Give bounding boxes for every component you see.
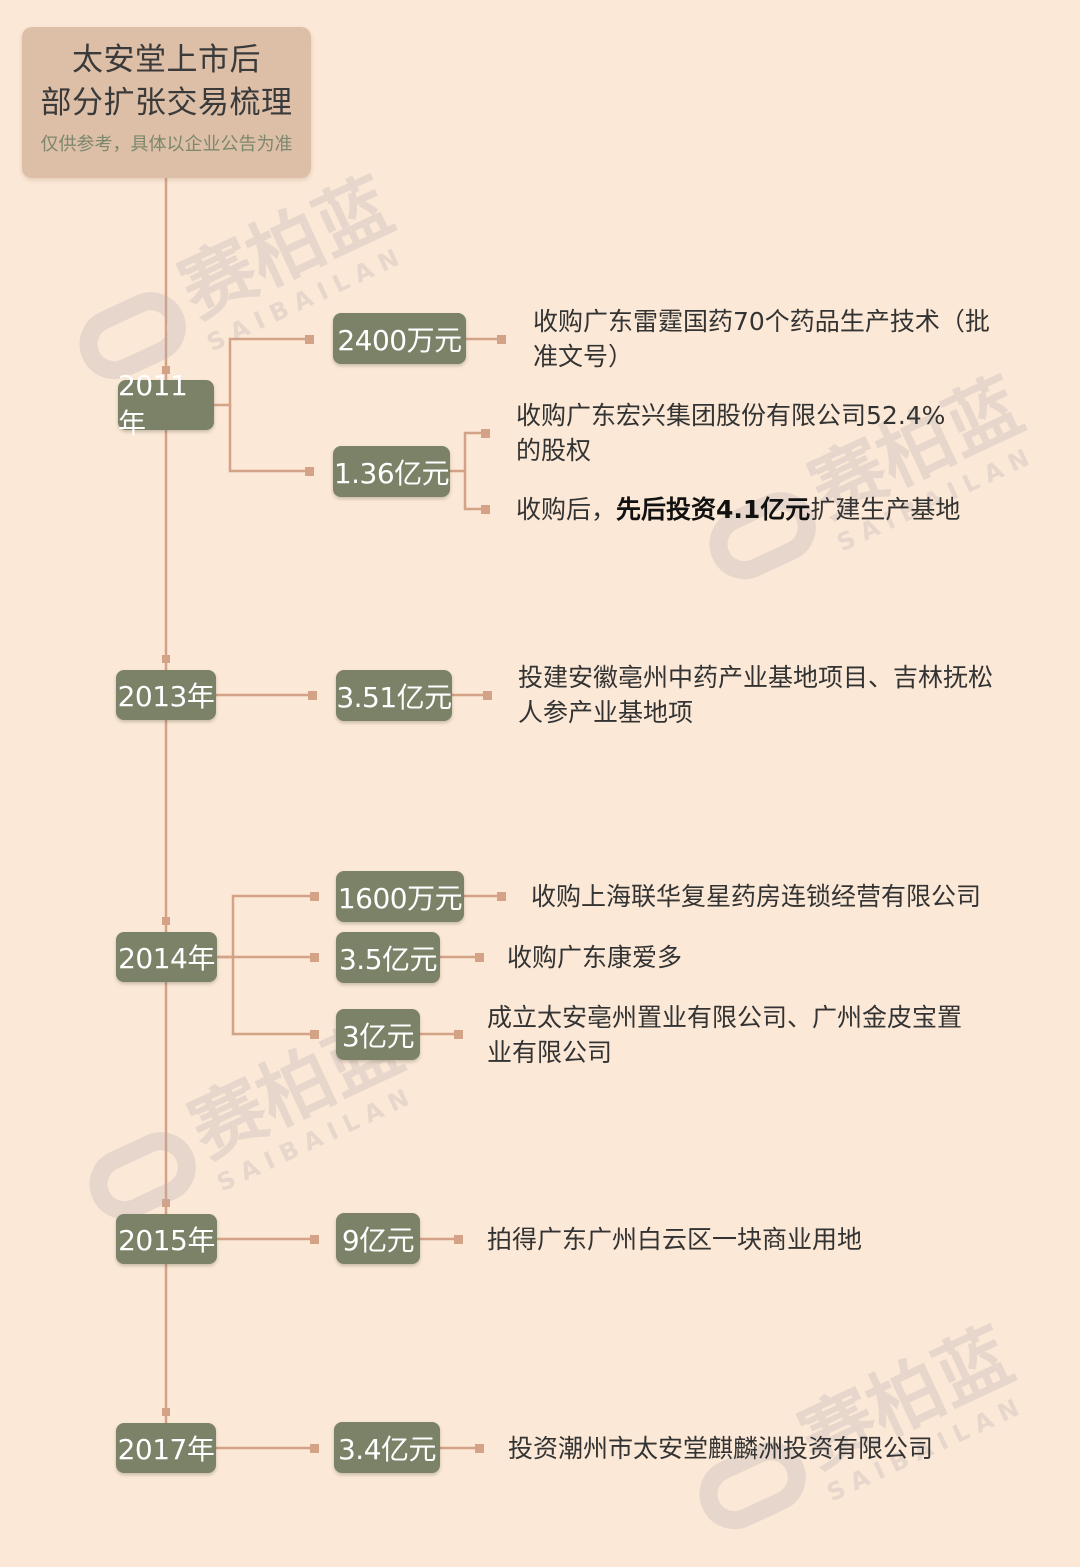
description-highlight: 先后投资4.1亿元 (616, 495, 811, 524)
description-text: 投资潮州市太安堂麒麟洲投资有限公司 (508, 1434, 934, 1463)
description-text: 收购后，先后投资4.1亿元扩建生产基地 (516, 492, 1036, 527)
amount-pill: 3.51亿元 (336, 670, 452, 721)
description-text: 投建安徽亳州中药产业基地项目、吉林抚松人参产业基地项 (518, 663, 994, 727)
description-suffix: 扩建生产基地 (810, 495, 961, 524)
amount-pill: 3.5亿元 (336, 932, 440, 983)
description-text: 收购广东雷霆国药70个药品生产技术（批准文号） (533, 307, 990, 371)
description-text: 收购广东宏兴集团股份有限公司52.4%的股权 (516, 401, 946, 465)
amount-pill: 3.4亿元 (334, 1422, 440, 1473)
description-prefix: 收购后， (516, 495, 617, 524)
page-title-line2: 部分扩张交易梳理 (40, 85, 293, 121)
description-text: 拍得广东广州白云区一块商业用地 (487, 1225, 863, 1254)
year-pill-2013: 2013年 (116, 670, 216, 720)
amount-pill: 3亿元 (336, 1009, 420, 1060)
amount-pill: 2400万元 (333, 313, 466, 364)
amount-pill: 9亿元 (336, 1213, 420, 1264)
amount-pill: 1600万元 (336, 871, 464, 922)
description-text: 成立太安亳州置业有限公司、广州金皮宝置业有限公司 (487, 1003, 963, 1067)
description-text: 收购上海联华复星药房连锁经营有限公司 (531, 882, 982, 911)
description-text: 收购广东康爱多 (507, 943, 683, 972)
header-box: 太安堂上市后 部分扩张交易梳理 仅供参考，具体以企业公告为准 (22, 27, 311, 178)
amount-pill: 1.36亿元 (333, 446, 450, 497)
page-subtitle: 仅供参考，具体以企业公告为准 (40, 134, 293, 155)
year-pill-2014: 2014年 (116, 932, 217, 982)
year-pill-2017: 2017年 (116, 1423, 216, 1473)
year-pill-2015: 2015年 (116, 1214, 217, 1264)
year-pill-2011: 2011年 (118, 369, 214, 440)
page-title-line1: 太安堂上市后 (72, 42, 261, 78)
